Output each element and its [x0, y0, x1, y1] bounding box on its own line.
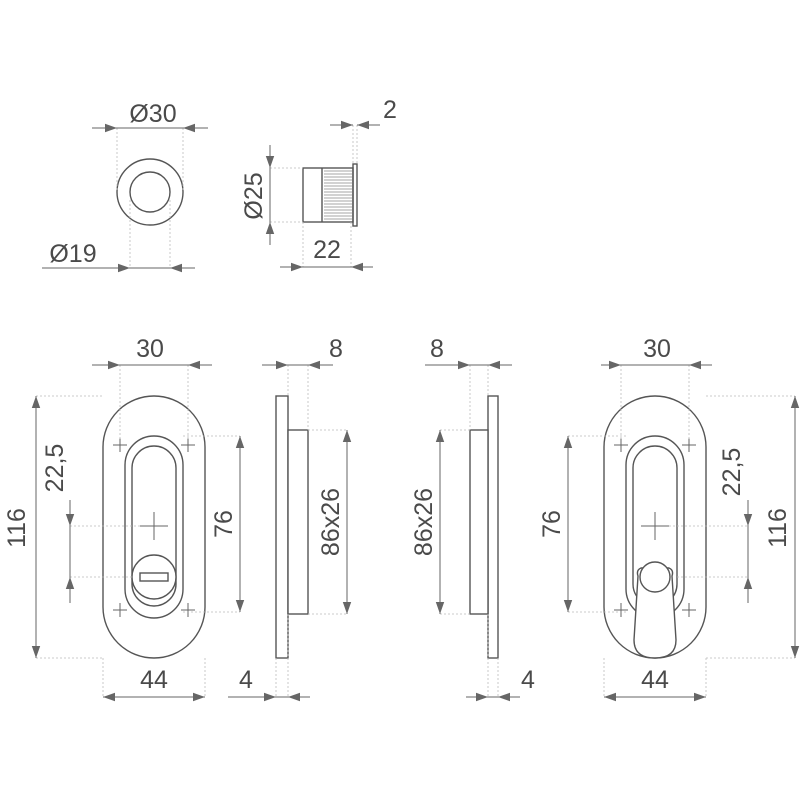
right-plate-front-view: 30 116 22,5 76 44 — [538, 335, 800, 702]
left-side-body-label: 4 — [239, 666, 253, 694]
bushing-diameter-label: Ø25 — [240, 172, 268, 219]
rosette-inner-circle — [129, 171, 171, 213]
bushing-flange — [352, 163, 358, 227]
rosette-outer-circle — [116, 158, 184, 226]
right-turn-knob — [633, 567, 677, 659]
right-side-body — [469, 429, 489, 615]
right-plate-width-label: 30 — [643, 335, 671, 363]
left-side-thickness-label: 8 — [329, 335, 343, 363]
left-side-recess-label: 86x26 — [317, 488, 345, 556]
right-side-body-label: 4 — [521, 666, 535, 694]
right-grip-length-label: 76 — [538, 510, 566, 538]
left-side-body — [287, 429, 309, 615]
left-grip-length-label: 76 — [210, 510, 238, 538]
right-side-view: 8 86x26 4 — [410, 335, 535, 702]
left-plate-width-label: 30 — [136, 335, 164, 363]
right-grip-offset-label: 22,5 — [718, 448, 746, 497]
rosette-outer-diameter-label: Ø30 — [129, 100, 176, 128]
left-plate-height-label: 116 — [3, 508, 31, 548]
left-grip-offset-label: 22,5 — [41, 444, 69, 493]
rosette-view: Ø30 Ø19 — [42, 100, 208, 273]
right-side-thickness-label: 8 — [430, 335, 444, 363]
bushing-knurl — [324, 170, 352, 220]
rosette-inner-diameter-label: Ø19 — [49, 240, 96, 268]
bushing-view: Ø25 22 2 — [240, 96, 397, 272]
right-side-plate — [487, 395, 499, 659]
left-plate-front-view: 30 116 22,5 76 44 — [3, 335, 245, 702]
left-side-view: 8 86x26 4 — [228, 335, 352, 702]
bushing-flange-label: 2 — [383, 96, 397, 124]
left-plate-overall-width-label: 44 — [140, 666, 168, 694]
bushing-length-label: 22 — [313, 236, 341, 264]
right-plate-height-label: 116 — [764, 508, 792, 548]
right-plate-overall-width-label: 44 — [641, 666, 669, 694]
right-side-recess-label: 86x26 — [410, 488, 438, 556]
left-side-plate — [275, 395, 289, 659]
